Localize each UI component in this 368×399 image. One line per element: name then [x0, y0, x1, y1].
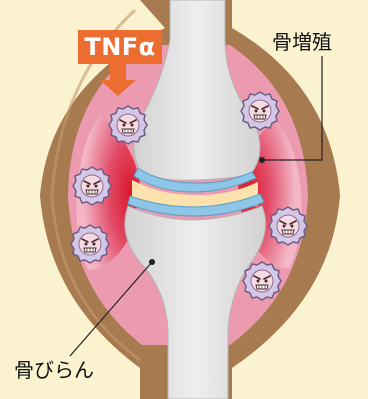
- bone-erosion-label: 骨びらん: [14, 360, 94, 380]
- bone-proliferation-label: 骨増殖: [272, 32, 332, 52]
- tnf-alpha-label: TNFα: [78, 30, 162, 64]
